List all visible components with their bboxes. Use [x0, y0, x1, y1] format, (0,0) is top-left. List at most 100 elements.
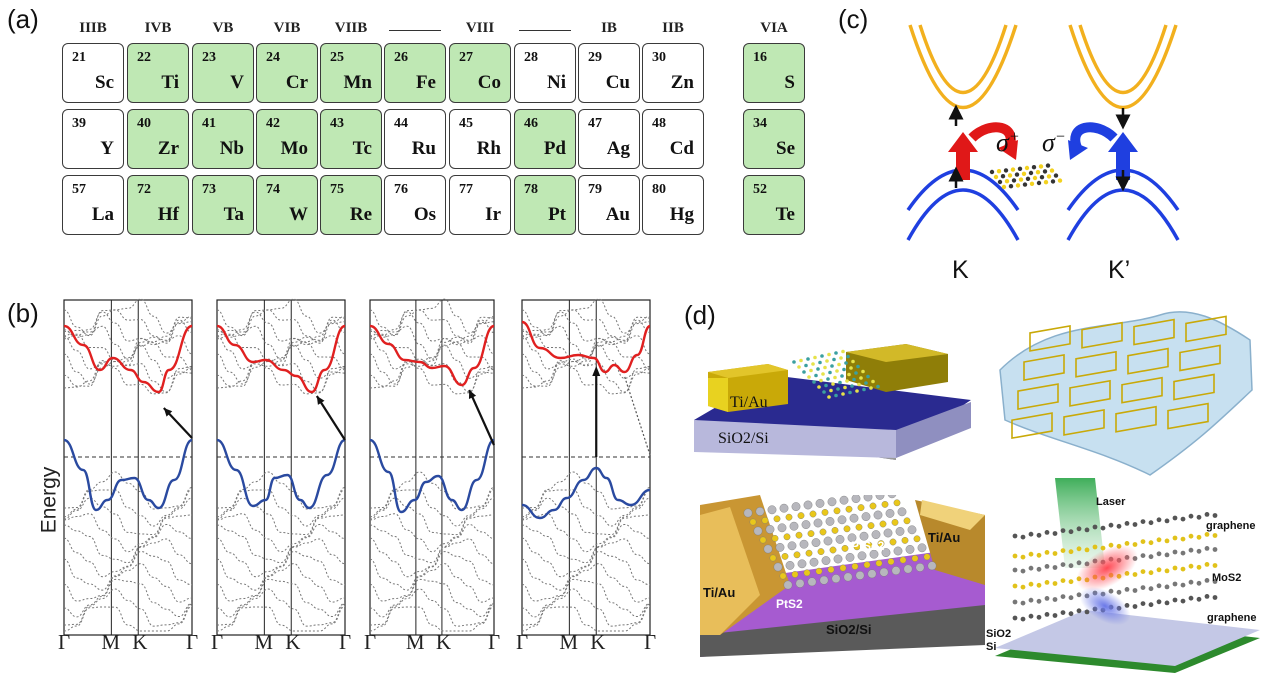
hetero-sio2-label: SiO2 [986, 628, 1012, 640]
bottom-graphene-atom [1188, 595, 1194, 601]
element-symbol: Rh [476, 138, 501, 159]
mos2-atom [1140, 539, 1146, 544]
mos2-atom [1052, 565, 1058, 570]
fet-atom [856, 364, 860, 369]
ptse2-atom [781, 553, 789, 560]
lattice-atom [1017, 166, 1023, 171]
ptse2-atom [869, 502, 877, 510]
conduction-band-edge [63, 324, 193, 394]
lattice-atom [1024, 165, 1030, 171]
atomic-number: 57 [72, 182, 86, 197]
ptse2-atom [857, 551, 867, 561]
mos2-atom [1060, 548, 1066, 553]
top-graphene-atom [1124, 521, 1130, 526]
lattice-atom [1038, 164, 1044, 169]
ptse2-atom [783, 533, 791, 541]
mos2-atom [1052, 551, 1058, 556]
flex-device-pad [1029, 324, 1071, 352]
lattice-atom [989, 169, 995, 175]
lower-dotted-band [63, 605, 193, 632]
flex-device-pad [1081, 321, 1123, 349]
mos2-atom [1212, 579, 1218, 584]
ptse2-atom [783, 580, 793, 590]
fet-atom [862, 387, 866, 392]
ptse2-atom [903, 517, 911, 525]
lattice-atom [1050, 179, 1056, 184]
upper-dotted-band [63, 309, 193, 344]
band-panel-3 [369, 298, 496, 636]
sigma-plus-curl-head [998, 140, 1018, 160]
lattice-atom [1010, 167, 1016, 172]
fet-atom [864, 381, 868, 385]
ptse2-atom [779, 503, 789, 513]
mos2-atom [1076, 560, 1082, 566]
ptse2-atom [823, 536, 833, 546]
bottom-graphene-atom [1140, 601, 1146, 606]
lattice-atom [1035, 170, 1041, 175]
kpoint-label: Γ [211, 630, 224, 654]
upper-dotted-band [369, 319, 495, 360]
ptse2-atom [891, 566, 901, 576]
mos2-atom [1028, 581, 1034, 587]
upper-dotted-band [369, 330, 495, 366]
ptse2-atom [861, 512, 871, 522]
bottom-graphene-atom [1012, 615, 1018, 621]
mos2-atom [1052, 597, 1058, 602]
lower-dotted-band [63, 551, 193, 591]
element-symbol: Zn [670, 72, 694, 93]
fet-atom [857, 382, 861, 387]
kpoint-label: K [435, 630, 452, 654]
ptse2-atom [827, 497, 837, 507]
lattice-atom [1000, 174, 1006, 179]
fet-atom [830, 364, 834, 368]
fet-atom [823, 365, 827, 370]
fet-atom [876, 384, 880, 389]
upper-dotted-band [63, 319, 193, 360]
upper-dotted-band [216, 298, 346, 337]
ptse2-atom [743, 508, 753, 518]
element-symbol: Nb [219, 138, 244, 159]
mos2-atom [1012, 599, 1018, 605]
ptse2-atom [887, 558, 895, 565]
ptse2-atom [793, 551, 801, 559]
top-graphene-atom [1076, 526, 1082, 532]
hetero-si-label: Si [986, 641, 997, 653]
fet-atom [816, 367, 820, 371]
lower-dotted-band [369, 563, 495, 603]
kpoint-label: Γ [339, 630, 352, 654]
top-graphene-atom [1188, 513, 1194, 519]
ptse2-atom [821, 556, 831, 565]
ptse2-atom [849, 513, 859, 523]
kpoint-label: K [285, 630, 301, 654]
lower-dotted-band [216, 537, 346, 578]
mos2-atom [1164, 538, 1170, 544]
kpoint-label: K [132, 630, 148, 654]
lower-dotted-band [521, 523, 651, 564]
ptse2-atom [905, 545, 915, 554]
lattice-atom [1053, 173, 1059, 178]
ptse2-atom [795, 579, 805, 588]
ptse2-atom [801, 520, 811, 530]
atomic-number: 78 [524, 182, 538, 197]
atomic-number: 45 [459, 116, 473, 131]
mos2-atom [1012, 583, 1018, 589]
atomic-number: 76 [394, 182, 408, 197]
ptse2-atom [807, 530, 815, 537]
ptse2-atom [799, 539, 809, 549]
ptse2-atom [817, 548, 825, 555]
atomic-number: 43 [330, 116, 344, 131]
fet-atom [817, 385, 821, 389]
sigma-minus-label: σ− [1042, 128, 1066, 157]
upper-dotted-band [521, 336, 651, 371]
mos2-atom [1188, 547, 1194, 553]
lower-dotted-band [521, 551, 651, 591]
fet-atom [828, 370, 832, 375]
mos2-atom [1028, 551, 1034, 557]
fet-atom [818, 360, 822, 365]
lattice-atom [1039, 175, 1045, 180]
mos2-atom [1140, 569, 1146, 574]
atomic-number: 79 [588, 182, 602, 197]
upper-dotted-band [369, 336, 495, 371]
ptse2-atom [761, 516, 769, 524]
